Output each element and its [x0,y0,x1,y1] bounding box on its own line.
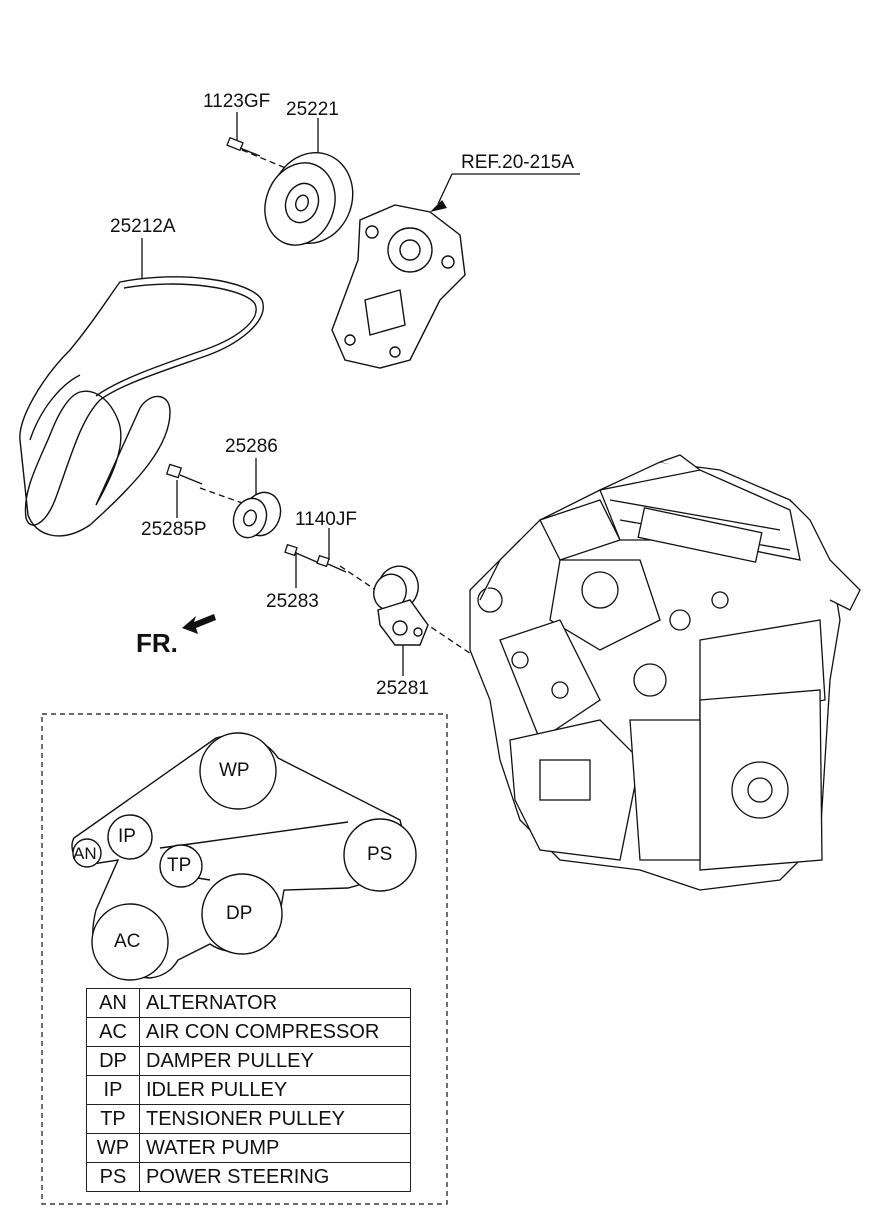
pulley-label-ac: AC [114,931,141,952]
pulley-ps [343,818,417,892]
legend-name: WATER PUMP [139,1133,411,1163]
water-pump-housing-icon [331,204,466,369]
pulley-label-an: AN [73,844,97,863]
legend-name: IDLER PULLEY [139,1075,411,1105]
callout-25286: 25286 [225,436,278,457]
pulley-label-ps: PS [367,844,393,865]
legend-code: WP [86,1133,140,1163]
idler-pulley-25286-icon [232,491,282,539]
callout-25285p: 25285P [141,519,207,540]
water-pump-pulley-icon [264,151,354,246]
legend-name: DAMPER PULLEY [139,1046,411,1076]
callout-25283: 25283 [266,591,319,612]
callout-25212a: 25212A [110,216,176,237]
pulley-an [72,838,102,868]
pulley-label-wp: WP [219,760,250,781]
legend-name: POWER STEERING [139,1162,411,1192]
callout-1123gf: 1123GF [203,91,271,112]
legend-name: AIR CON COMPRESSOR [139,1017,411,1047]
belt-routing-panel [41,713,448,1205]
pulley-label-dp: DP [226,903,253,924]
front-arrow-icon [182,614,216,634]
pulley-label-ip: IP [118,826,136,847]
bolt-25285p-icon [165,463,203,485]
pulley-dp [201,873,283,955]
pulley-ac [91,903,169,981]
legend-name: ALTERNATOR [139,988,411,1018]
pulley-ip [107,814,153,860]
ref-arrow-icon [430,200,447,212]
serpentine-belt-icon [19,276,264,537]
tensioner-25281-icon [373,565,429,646]
pulley-wp [199,732,277,810]
pulley-tp [159,844,203,888]
belt-routing-diagram [71,732,417,981]
callout-ref-20-215a: REF.20-215A [461,152,575,173]
bolt-1123gf-icon [226,136,261,157]
callout-25281: 25281 [376,678,429,699]
legend-code: PS [86,1162,140,1192]
bolt-1140jf-icon [316,554,347,573]
callout-1140jf: 1140JF [295,509,357,530]
front-marker: FR. [136,628,178,658]
legend-code: AC [86,1017,140,1047]
legend-code: IP [86,1075,140,1105]
callout-25221: 25221 [286,99,339,120]
legend-code: DP [86,1046,140,1076]
pulley-label-tp: TP [167,855,192,876]
legend-code: AN [86,988,140,1018]
legend-name: TENSIONER PULLEY [139,1104,411,1134]
legend-code: TP [86,1104,140,1134]
engine-block-icon [469,454,861,891]
